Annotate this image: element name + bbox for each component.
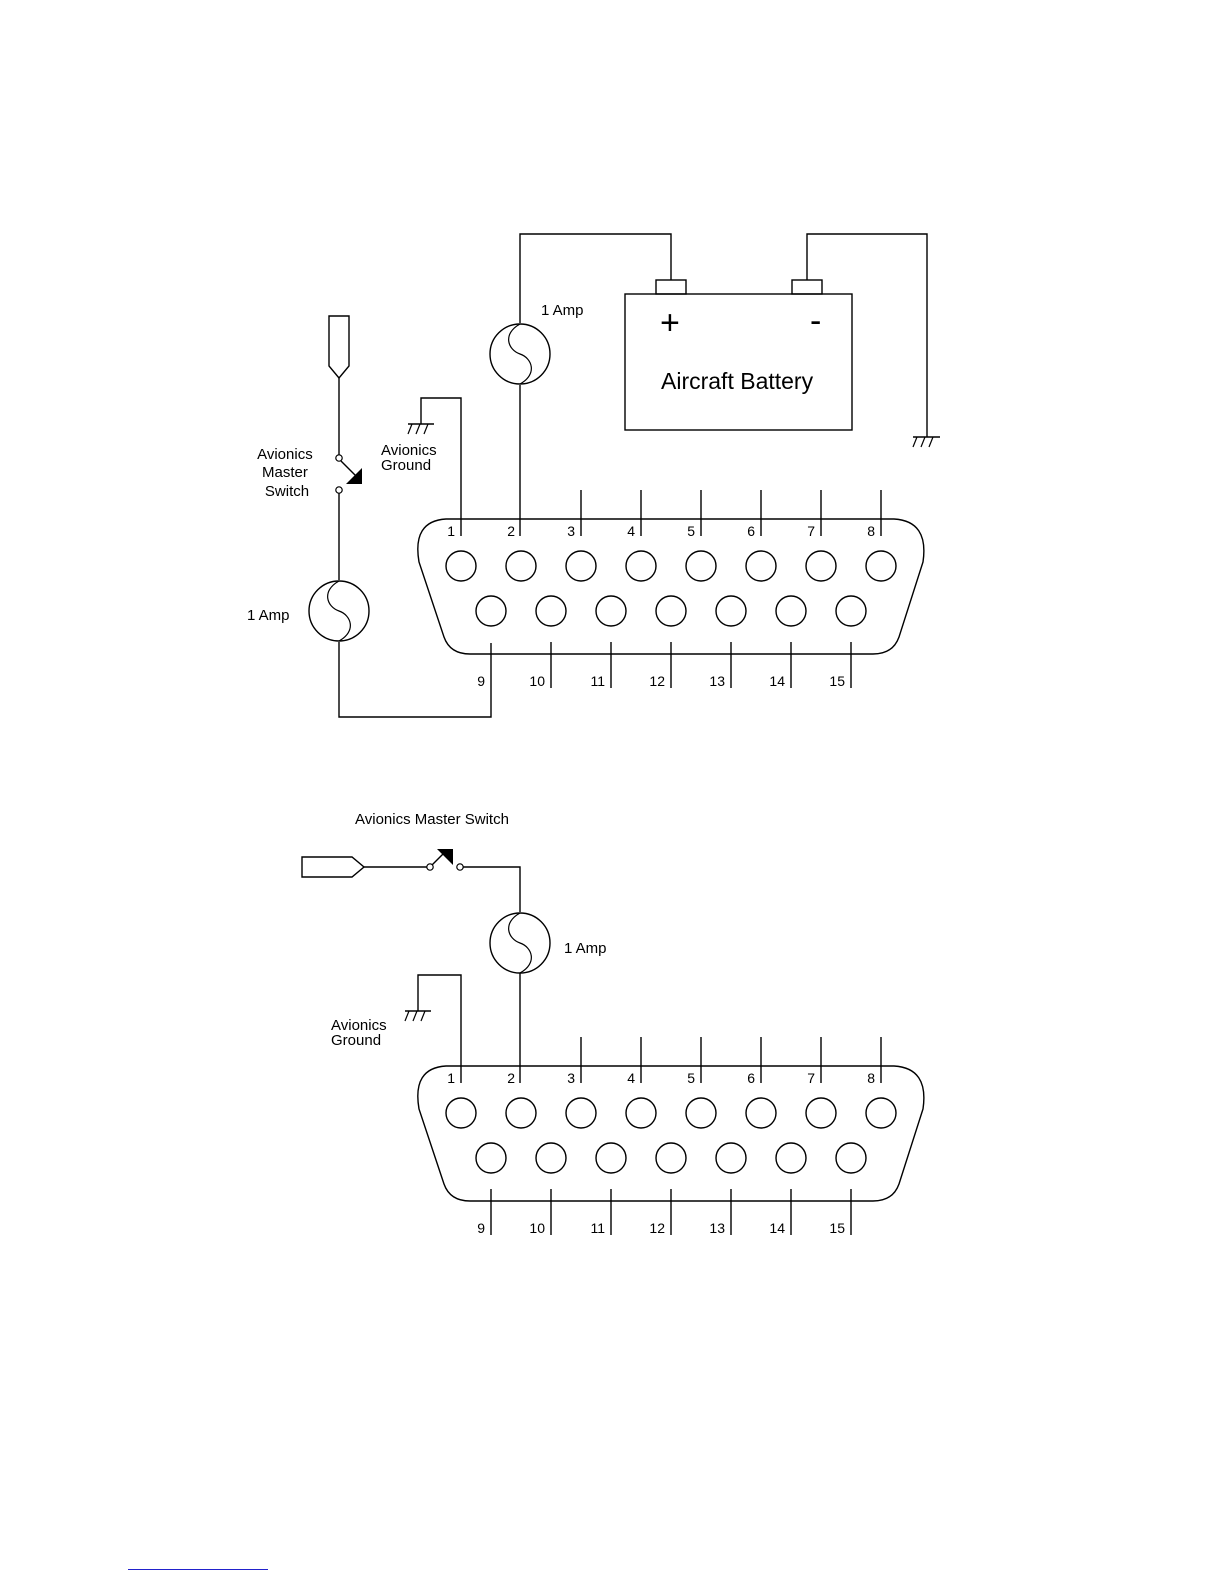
conn1-pin-10-label: 10 xyxy=(529,673,545,689)
conn2-pin-8-socket xyxy=(866,1098,896,1128)
fuse-label-2: 1 Amp xyxy=(564,940,607,957)
avionics-ground-icon xyxy=(408,424,434,434)
conn1-pin-9-label: 9 xyxy=(477,673,485,689)
conn2-pin-7-label: 7 xyxy=(807,1070,815,1086)
conn1-pin-5-label: 5 xyxy=(687,523,695,539)
conn2-pin-10-socket xyxy=(536,1143,566,1173)
conn2-pin-3-label: 3 xyxy=(567,1070,575,1086)
conn1-pin-14-label: 14 xyxy=(769,673,785,689)
battery-negative-wire xyxy=(807,234,927,437)
conn1-pin-6-socket xyxy=(746,551,776,581)
conn2-pin-2-socket xyxy=(506,1098,536,1128)
conn2-pin-15-socket xyxy=(836,1143,866,1173)
conn2-pin-15-label: 15 xyxy=(829,1220,845,1236)
conn2-pin-11-label: 11 xyxy=(590,1220,605,1236)
conn2-pin-14-label: 14 xyxy=(769,1220,785,1236)
power-input-connector-icon xyxy=(329,316,349,378)
avionics-master-switch-icon-2 xyxy=(427,849,463,870)
switch-to-fuse-wire-2 xyxy=(463,867,520,912)
conn2-pin-6-socket xyxy=(746,1098,776,1128)
conn2-pin-13-label: 13 xyxy=(709,1220,725,1236)
conn2-pin-9-socket xyxy=(476,1143,506,1173)
conn1-pin-12-label: 12 xyxy=(649,673,665,689)
power-input-connector-icon-2 xyxy=(302,857,364,877)
fuse-to-pin9-wire xyxy=(339,642,491,717)
aircraft-battery: + - Aircraft Battery xyxy=(625,280,852,430)
conn2-pin-11-socket xyxy=(596,1143,626,1173)
conn1-pin-2-socket xyxy=(506,551,536,581)
conn2-pin-8-label: 8 xyxy=(867,1070,875,1086)
conn1-pin-7-label: 7 xyxy=(807,523,815,539)
diagram-2: Avionics Master Switch 1 Amp xyxy=(302,811,924,1236)
conn2-pin-5-socket xyxy=(686,1098,716,1128)
conn1-pin-1-socket xyxy=(446,551,476,581)
fuse-top-icon xyxy=(490,324,550,384)
db15-connector-1 xyxy=(418,519,924,654)
conn1-pin-4-socket xyxy=(626,551,656,581)
conn1-pin-2-label: 2 xyxy=(507,523,515,539)
conn2-pin-13-socket xyxy=(716,1143,746,1173)
conn2-pin-14-socket xyxy=(776,1143,806,1173)
battery-plus-label: + xyxy=(660,304,680,342)
conn2-pin-5-label: 5 xyxy=(687,1070,695,1086)
avionics-ground-label: Avionics Ground xyxy=(381,442,441,474)
conn2-pin-3-socket xyxy=(566,1098,596,1128)
conn1-pin-8-label: 8 xyxy=(867,523,875,539)
battery-ground-icon xyxy=(913,437,940,447)
conn1-pin-10-socket xyxy=(536,596,566,626)
conn2-pin-1-label: 1 xyxy=(447,1070,455,1086)
conn2-pin-12-socket xyxy=(656,1143,686,1173)
conn2-pin-2-label: 2 xyxy=(507,1070,515,1086)
db15-connector-2 xyxy=(418,1066,924,1201)
battery-label: Aircraft Battery xyxy=(661,368,814,394)
conn1-pin-7-socket xyxy=(806,551,836,581)
conn1-pin-3-label: 3 xyxy=(567,523,575,539)
conn2-pin-9-label: 9 xyxy=(477,1220,485,1236)
conn1-pin-13-socket xyxy=(716,596,746,626)
fuse-top-label: 1 Amp xyxy=(541,302,584,319)
conn2-pin-4-socket xyxy=(626,1098,656,1128)
conn1-pin-15-socket xyxy=(836,596,866,626)
conn1-pin-11-label: 11 xyxy=(590,673,605,689)
conn1-pin-6-label: 6 xyxy=(747,523,755,539)
battery-minus-label: - xyxy=(810,302,821,340)
conn1-pin-12-socket xyxy=(656,596,686,626)
conn1-pin-3-socket xyxy=(566,551,596,581)
conn1-pin-9-socket xyxy=(476,596,506,626)
conn2-pin-6-label: 6 xyxy=(747,1070,755,1086)
footer-link-underline[interactable] xyxy=(128,1569,268,1570)
conn1-pin-11-socket xyxy=(596,596,626,626)
avionics-ground-icon-2 xyxy=(405,1011,431,1021)
avionics-ground-label-2: Avionics Ground xyxy=(331,1017,391,1049)
fuse-icon-2 xyxy=(490,913,550,973)
conn2-pin-4-label: 4 xyxy=(627,1070,635,1086)
conn2-pin-12-label: 12 xyxy=(649,1220,665,1236)
switch-label-2: Avionics Master Switch xyxy=(355,811,509,828)
fuse-left-icon xyxy=(309,581,369,641)
conn1-pin-5-socket xyxy=(686,551,716,581)
conn1-pin-14-socket xyxy=(776,596,806,626)
fuse-left-label: 1 Amp xyxy=(247,607,290,624)
conn2-pin-7-socket xyxy=(806,1098,836,1128)
conn1-pin-1-label: 1 xyxy=(447,523,455,539)
switch-label: Avionics Master Switch xyxy=(257,446,317,500)
conn1-pin-15-label: 15 xyxy=(829,673,845,689)
diagram-1: + - Aircraft Battery 1 Amp xyxy=(247,234,940,717)
conn2-pin-1-socket xyxy=(446,1098,476,1128)
conn2-pin-10-label: 10 xyxy=(529,1220,545,1236)
conn1-pin-4-label: 4 xyxy=(627,523,635,539)
conn1-pin-13-label: 13 xyxy=(709,673,725,689)
conn1-pin-8-socket xyxy=(866,551,896,581)
avionics-master-switch-icon xyxy=(336,455,362,493)
